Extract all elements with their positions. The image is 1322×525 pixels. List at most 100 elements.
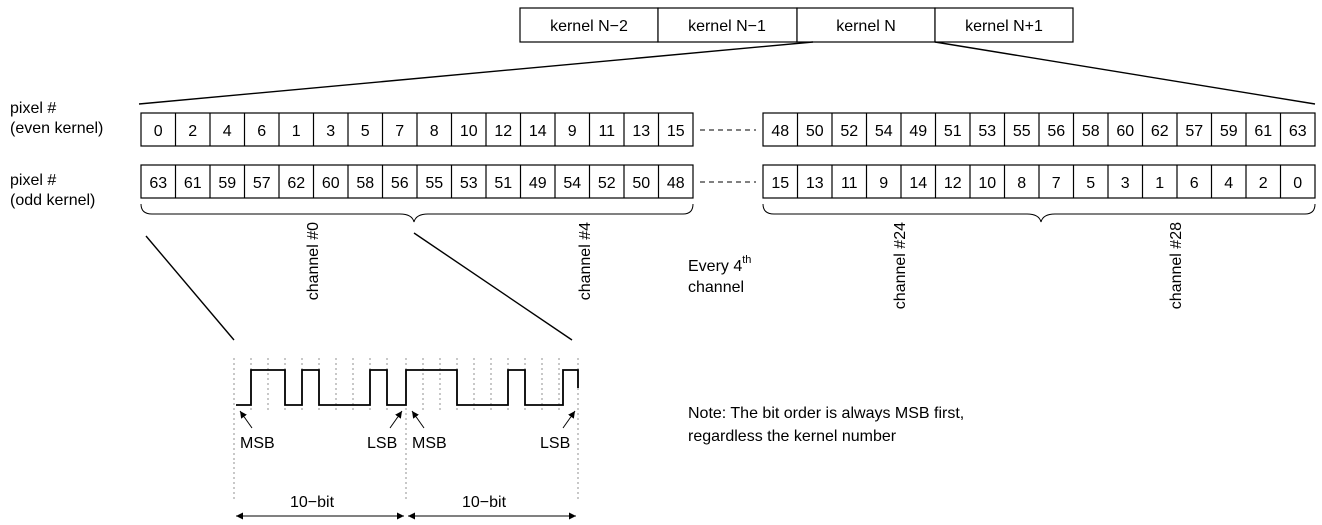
every-4th-label-line2: channel [688,279,744,296]
pixel-cell: 52 [598,175,616,192]
zoom-line-bits-right [413,232,573,341]
bit-width-label: 10−bit [290,494,335,511]
note-text: regardless the kernel number [688,428,897,445]
pixel-cell: 50 [632,175,650,192]
pixel-cell: 62 [1151,123,1169,140]
pixel-cell: 49 [529,175,547,192]
channel-brace-right [762,203,1316,223]
row-label: pixel # [10,172,56,189]
pixel-cell: 0 [1293,175,1302,192]
pixel-cell: 15 [771,175,789,192]
msb-label: MSB [240,435,275,452]
pixel-cell: 2 [188,123,197,140]
lsb-label: LSB [367,435,397,452]
pixel-cell: 49 [909,123,927,140]
pixel-cell: 11 [841,175,858,192]
channel-label: channel #4 [577,222,594,300]
pixel-cell: 58 [1082,123,1100,140]
lsb-arrow [562,410,576,429]
pixel-cell: 62 [287,175,305,192]
kernel-box [657,7,798,43]
pixel-cell: 10 [978,175,996,192]
kernel-label: kernel N−1 [688,18,766,35]
kernel-label: kernel N [836,18,896,35]
row-label: pixel # [10,100,56,117]
lsb-arrow [389,410,403,429]
pixel-cell: 57 [253,175,271,192]
pixel-cell: 7 [395,123,404,140]
pixel-cell: 0 [154,123,163,140]
pixel-cell: 56 [1047,123,1065,140]
pixel-cell: 58 [356,175,374,192]
pixel-cell: 54 [563,175,581,192]
pixel-cell: 10 [460,123,478,140]
pixel-cell: 59 [218,175,236,192]
pixel-cell: 63 [149,175,167,192]
pixel-cell: 8 [1017,175,1026,192]
pixel-cell: 3 [1121,175,1130,192]
lsb-label: LSB [540,435,570,452]
pixel-cell: 3 [326,123,335,140]
pixel-cell: 7 [1052,175,1061,192]
pixel-cell: 63 [1289,123,1307,140]
pixel-cell: 59 [1220,123,1238,140]
bit-width-label: 10−bit [462,494,507,511]
pixel-cell: 61 [1254,123,1272,140]
pixel-cell: 53 [460,175,478,192]
channel-label: channel #24 [892,222,909,309]
zoom-line-right [934,41,1316,105]
channel-label: channel #0 [305,222,322,300]
kernel-box [519,7,659,43]
row-label: (odd kernel) [10,192,95,209]
pixel-cell: 6 [1190,175,1199,192]
pixel-cell: 1 [1155,175,1164,192]
channel-brace-left [140,203,694,223]
pixel-cell: 61 [184,175,202,192]
pixel-cell: 48 [667,175,685,192]
pixel-cell: 55 [1013,123,1031,140]
msb-label: MSB [412,435,447,452]
pixel-cell: 51 [944,123,962,140]
pixel-cell: 60 [1116,123,1134,140]
pixel-cell: 52 [840,123,858,140]
pixel-cell: 54 [875,123,893,140]
pixel-cell: 48 [771,123,789,140]
pixel-cell: 57 [1185,123,1203,140]
pixel-cell: 6 [257,123,266,140]
pixel-cell: 2 [1259,175,1268,192]
row-label: (even kernel) [10,120,103,137]
pixel-cell: 4 [223,123,232,140]
channel-label: channel #28 [1168,222,1185,309]
pixel-cell: 13 [632,123,650,140]
zoom-line-left [138,41,814,105]
pixel-cell: 53 [978,123,996,140]
pixel-cell: 5 [1086,175,1095,192]
pixel-cell: 51 [494,175,512,192]
pixel-cell: 12 [494,123,512,140]
pixel-cell: 14 [909,175,927,192]
note-text: Note: The bit order is always MSB first, [688,405,964,422]
kernel-box [934,7,1074,43]
pixel-cell: 11 [598,123,615,140]
kernel-strip: kernel N−2 kernel N−1 kernel N kernel N+… [519,7,1074,43]
msb-arrow [239,410,253,429]
pixel-cell: 9 [879,175,888,192]
bit-waveform [236,369,579,406]
kernel-label: kernel N+1 [965,18,1043,35]
pixel-cell: 15 [667,123,685,140]
every-4th-label: Every 4th [688,254,751,275]
pixel-cell: 4 [1224,175,1233,192]
pixel-cell: 12 [944,175,962,192]
pixel-cell: 13 [806,175,824,192]
msb-arrow [411,410,425,429]
pixel-cell: 60 [322,175,340,192]
pixel-cell: 55 [425,175,443,192]
pixel-cell: 9 [568,123,577,140]
pixel-cell: 14 [529,123,547,140]
pixel-cell: 56 [391,175,409,192]
pixel-cell: 50 [806,123,824,140]
pixel-cell: 8 [430,123,439,140]
kernel-box-highlighted [796,7,936,43]
